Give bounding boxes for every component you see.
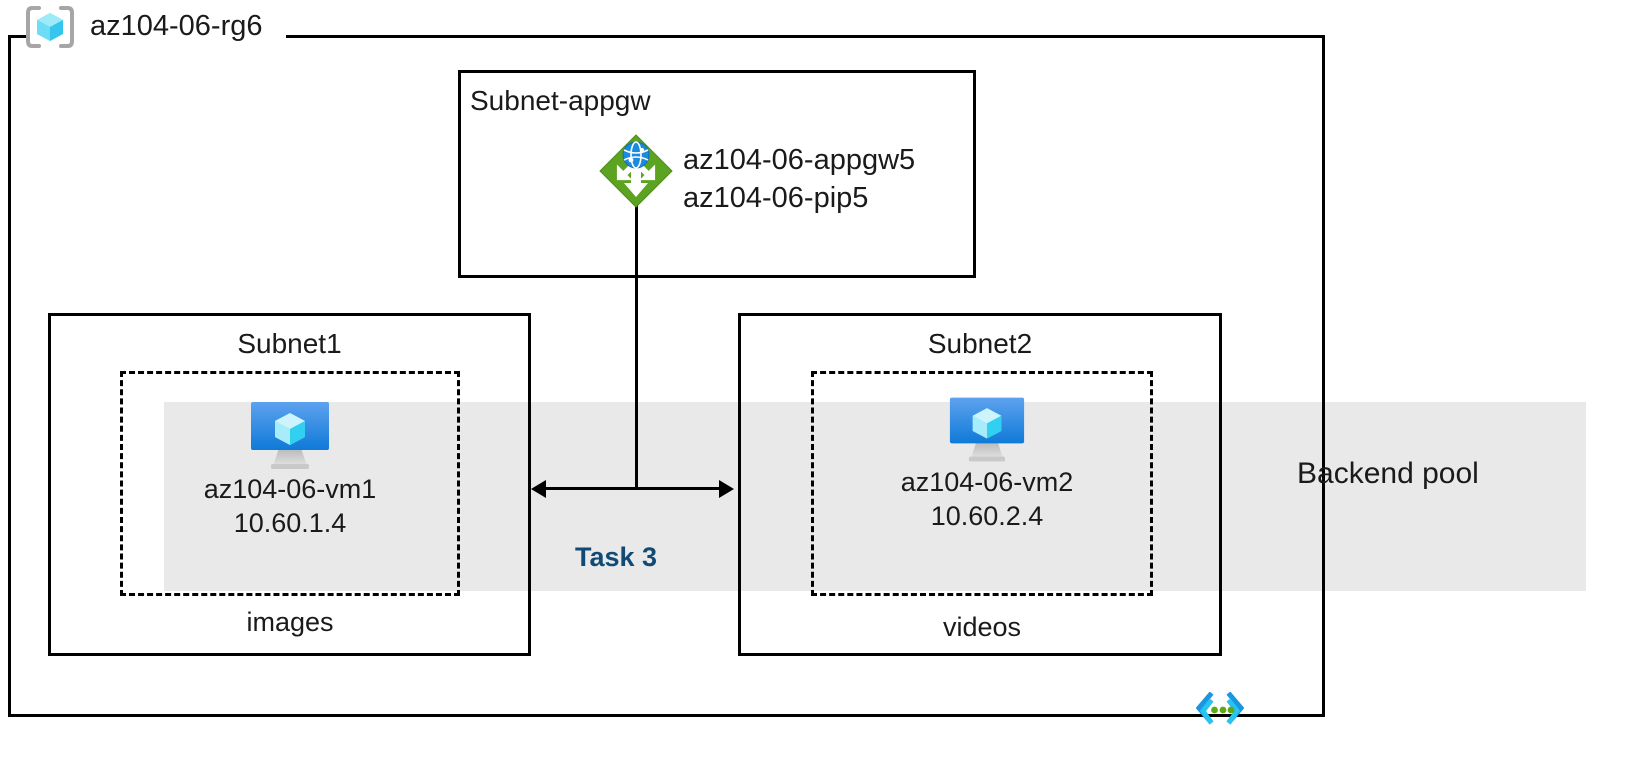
task-3-annotation: Task 3	[575, 542, 658, 572]
code-brackets-icon	[1195, 691, 1245, 730]
backend-pool-label: Backend pool	[1297, 457, 1479, 490]
arrowhead-left	[531, 480, 546, 498]
vm1-block: az104-06-vm1 10.60.1.4	[165, 400, 415, 540]
subnet2-box	[738, 313, 1222, 656]
backend-pool-band	[164, 402, 1586, 591]
application-gateway-icon	[598, 133, 674, 209]
subnet1-title: Subnet1	[237, 328, 342, 359]
vm1-name: az104-06-vm1	[203, 474, 377, 504]
subnet1-dashed-boundary	[120, 371, 460, 596]
vm2-name: az104-06-vm2	[900, 467, 1074, 497]
virtual-machine-icon	[165, 400, 415, 472]
subnet2-dashed-boundary	[811, 371, 1153, 596]
resource-group-container	[8, 35, 1325, 717]
vm-connector-line	[534, 487, 731, 490]
appgw-public-ip-name: az104-06-pip5	[683, 182, 869, 214]
subnet-appgw-title: Subnet-appgw	[470, 85, 651, 116]
resource-group-name: az104-06-rg6	[90, 10, 263, 42]
vm2-ip: 10.60.2.4	[930, 501, 1044, 531]
subnet-appgw-box	[458, 70, 976, 278]
subnet2-app-label: videos	[942, 612, 1022, 642]
subnet1-box	[48, 313, 531, 656]
vm2-block: az104-06-vm2 10.60.2.4	[862, 395, 1112, 533]
appgw-name: az104-06-appgw5	[683, 144, 916, 176]
subnet2-title: Subnet2	[927, 328, 1033, 359]
arrowhead-right	[719, 480, 734, 498]
gateway-connector-line	[635, 200, 638, 489]
resource-group-label-notch	[26, 26, 286, 46]
virtual-machine-icon	[862, 395, 1112, 465]
vm1-ip: 10.60.1.4	[233, 508, 347, 538]
resource-group-icon	[25, 5, 75, 49]
subnet1-app-label: images	[246, 607, 334, 637]
appgw-resource-labels: az104-06-appgw5 az104-06-pip5	[683, 141, 915, 217]
